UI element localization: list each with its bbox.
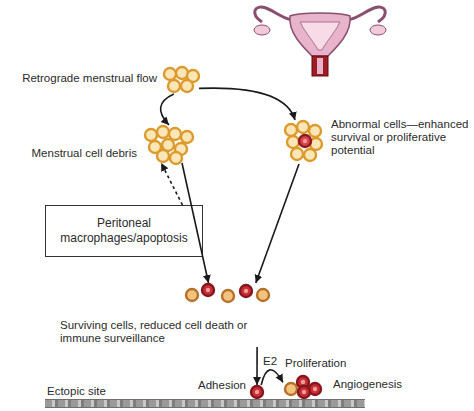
cell-cluster: Abnormal cells—enhanced survival or prol… — [283, 120, 323, 164]
cell — [298, 386, 310, 398]
cell — [287, 136, 299, 148]
cell — [168, 80, 180, 92]
cell — [169, 128, 181, 140]
cell — [202, 284, 214, 296]
cell-nucleus — [244, 289, 248, 293]
node-label: Menstrual cell debris — [32, 147, 137, 160]
cervical-canal — [317, 58, 323, 74]
cell-nucleus — [206, 288, 210, 292]
cell-drawing — [283, 120, 323, 164]
flow-arrow — [256, 347, 258, 385]
uterus-body — [290, 13, 350, 56]
flow-arrow — [261, 370, 283, 385]
cell-nucleus — [255, 390, 259, 394]
cell — [299, 135, 311, 147]
cell-nucleus — [303, 139, 307, 143]
node-label: Proliferation — [285, 357, 346, 370]
node-label: Retrograde menstrual flow — [22, 72, 157, 85]
cell — [181, 131, 193, 143]
cell-cluster: ProliferationAngiogenesis — [283, 372, 325, 398]
cell — [309, 125, 321, 137]
node-label: Ectopic site — [47, 385, 106, 398]
cell — [285, 124, 297, 136]
cell — [181, 80, 193, 92]
cell — [285, 383, 297, 395]
ovary — [254, 25, 270, 35]
cell: Adhesion — [250, 385, 264, 399]
cell-nucleus — [301, 380, 305, 384]
cell-drawing — [163, 66, 199, 94]
cervix — [312, 56, 328, 76]
cell — [251, 386, 263, 398]
cell — [304, 149, 316, 161]
flow-arrow — [161, 94, 174, 125]
cell — [222, 290, 234, 302]
cell-cluster: Retrograde menstrual flow — [163, 66, 199, 94]
flow-arrow — [199, 88, 295, 120]
node-label: Abnormal cells—enhanced survival or prol… — [331, 118, 474, 157]
dashed-arrow — [161, 163, 182, 205]
node-label: Surviving cells, reduced cell death or i… — [60, 319, 260, 345]
cell — [297, 121, 309, 133]
fallopian-tube — [348, 7, 385, 22]
ovary — [370, 25, 386, 35]
cell — [164, 68, 176, 80]
cell-cluster: Menstrual cell debris — [143, 125, 195, 163]
cell — [186, 289, 198, 301]
process-box: Peritoneal macrophages/apoptosis — [45, 205, 203, 257]
cell — [257, 289, 269, 301]
cell — [157, 150, 169, 162]
cell-drawing — [250, 385, 264, 399]
uterine-cavity — [300, 22, 340, 50]
node-label: Adhesion — [198, 379, 246, 392]
tissue-band: Ectopic site — [45, 399, 365, 408]
cell-nucleus — [302, 390, 306, 394]
edge-label: E2 — [263, 355, 277, 368]
cell — [291, 148, 303, 160]
cell-cluster: Surviving cells, reduced cell death or i… — [58, 283, 273, 347]
flow-arrow — [256, 164, 299, 283]
cell-drawing — [283, 372, 325, 398]
cell — [145, 129, 157, 141]
node-label: Peritoneal macrophages/apoptosis — [46, 216, 202, 246]
cell — [170, 152, 182, 164]
cell-nucleus — [313, 387, 317, 391]
cell — [240, 285, 252, 297]
fallopian-tube — [255, 7, 292, 22]
cell — [157, 126, 169, 138]
node-label: Angiogenesis — [333, 378, 402, 391]
flow-arrow — [182, 163, 209, 283]
cell-drawing — [143, 125, 195, 163]
